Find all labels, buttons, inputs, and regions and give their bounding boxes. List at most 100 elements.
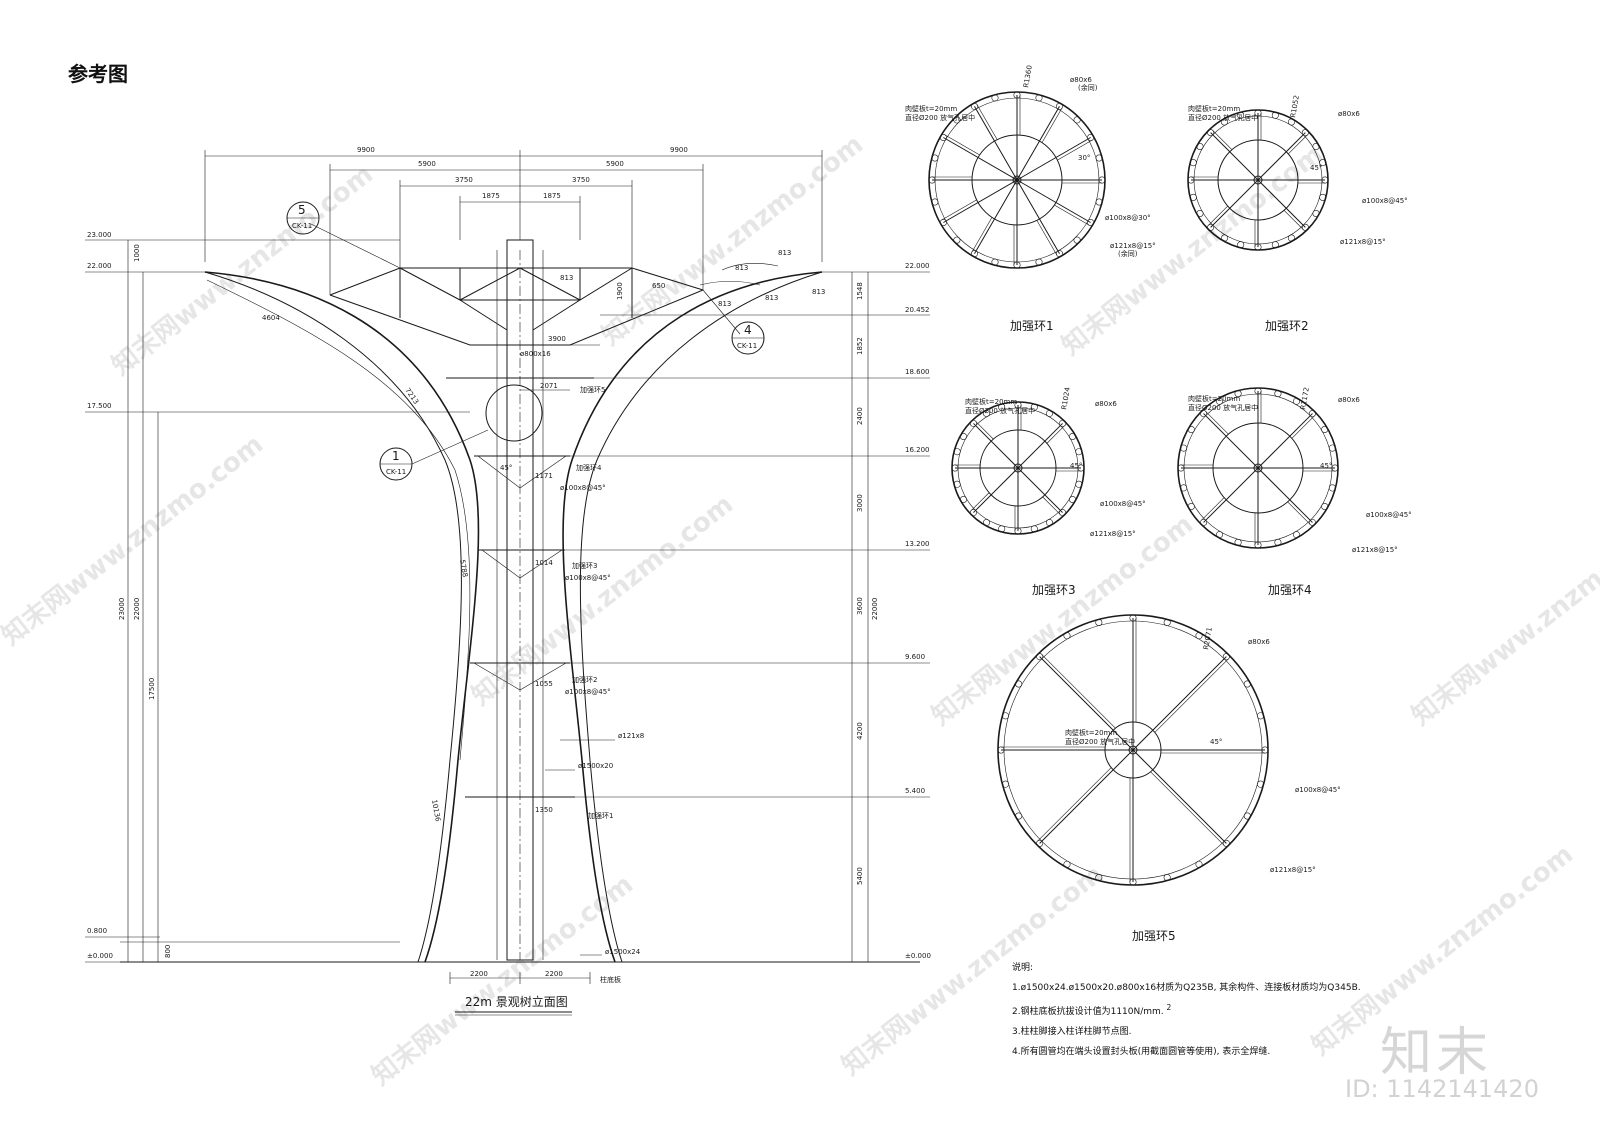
arc-dim-813: 813 bbox=[812, 288, 825, 296]
ring-hole-note: 直径Ø200 放气孔居中 bbox=[1188, 113, 1258, 122]
overall-dim: 800 bbox=[164, 945, 172, 958]
ring-width-1055: 1055 bbox=[535, 680, 553, 688]
dim-3750-left: 3750 bbox=[455, 176, 473, 184]
ring-node bbox=[959, 432, 967, 440]
ring-node bbox=[1187, 502, 1195, 510]
ring-node bbox=[1046, 519, 1054, 527]
ring-node bbox=[1073, 236, 1081, 244]
ring-label-2: 加强环2 bbox=[572, 675, 597, 684]
left-level: 22.000 bbox=[87, 262, 112, 270]
ring-node bbox=[1180, 484, 1188, 492]
dim-1900: 1900 bbox=[616, 282, 624, 300]
left-level: 0.800 bbox=[87, 927, 107, 935]
ring-node bbox=[1063, 860, 1071, 868]
seg-dim: 4200 bbox=[856, 722, 864, 740]
ring-node bbox=[1221, 118, 1229, 126]
ring-spoke-edge bbox=[1283, 210, 1304, 230]
ring-node bbox=[1254, 541, 1262, 549]
ring-node bbox=[1095, 618, 1103, 626]
ring-spoke bbox=[1203, 413, 1259, 469]
dim-3750-right: 3750 bbox=[572, 176, 590, 184]
ring-node bbox=[1207, 223, 1215, 231]
ring-spoke bbox=[1210, 179, 1259, 228]
ring-node bbox=[1234, 538, 1242, 546]
ring-node bbox=[1095, 874, 1103, 882]
ring-tube-label: ø80x6 bbox=[1095, 400, 1117, 408]
seg-dim: 5400 bbox=[856, 867, 864, 885]
ring-spoke-edge bbox=[941, 199, 977, 221]
ring-node bbox=[1063, 632, 1071, 640]
ring-node bbox=[1129, 878, 1137, 886]
elevation-title: 22m 景观树立面图 bbox=[465, 994, 568, 1009]
dim-3900: 3900 bbox=[548, 335, 566, 343]
ring-spoke bbox=[1257, 132, 1306, 181]
base-plate-label: 柱底板 bbox=[600, 975, 621, 984]
ring-strut-label: ø100x8@45° bbox=[1295, 786, 1341, 794]
arc-label: 10136 bbox=[430, 799, 442, 823]
ring-node bbox=[1163, 618, 1171, 626]
ring-plate-note: 肉壁板t=20mm bbox=[1188, 394, 1240, 403]
ring-node bbox=[1312, 143, 1320, 151]
ring-spoke bbox=[1017, 467, 1063, 513]
overall-dim: 22000 bbox=[871, 598, 879, 620]
ring-tube-label: ø80x6 bbox=[1248, 638, 1270, 646]
ring-node bbox=[1129, 614, 1137, 622]
ring-node bbox=[1056, 102, 1064, 110]
ring-3-labels: 肉壁板t=20mm 直径Ø200 放气孔居中 ø80x6 R1024 ø100x… bbox=[965, 386, 1146, 597]
ring-tube-label: ø80x6 bbox=[1070, 76, 1092, 84]
ring-node bbox=[1095, 198, 1103, 206]
callout-number: 5 bbox=[298, 203, 306, 217]
callout-sheet: CK-11 bbox=[737, 342, 757, 350]
ring-spoke bbox=[1132, 656, 1227, 751]
ring-node bbox=[953, 448, 961, 456]
reinforcement-rings bbox=[928, 91, 1339, 886]
left-level: 17.500 bbox=[87, 402, 112, 410]
ring-node bbox=[1261, 746, 1269, 754]
ring-width-1350: 1350 bbox=[535, 806, 553, 814]
brand-logo: 知末 bbox=[1380, 1023, 1493, 1083]
ring-spoke bbox=[1039, 656, 1134, 751]
ring-node bbox=[982, 519, 990, 527]
seg-dim: 3000 bbox=[856, 494, 864, 512]
ring-spoke-edge bbox=[1037, 767, 1112, 842]
dim-813: 813 bbox=[560, 274, 573, 282]
ring-spoke bbox=[1257, 467, 1313, 523]
label-1500x20: ø1500x20 bbox=[578, 762, 613, 770]
ring-spoke bbox=[943, 137, 1018, 181]
ring-node bbox=[970, 250, 978, 258]
ring-node bbox=[1087, 134, 1095, 142]
ring-node bbox=[1308, 410, 1316, 418]
ring-node bbox=[1237, 241, 1245, 249]
label-1500x24: ø1500x24 bbox=[605, 948, 641, 956]
dim-5900-left: 5900 bbox=[418, 160, 436, 168]
ring-plate-note: 肉壁板t=20mm bbox=[965, 397, 1017, 406]
ring-plan-1 bbox=[928, 91, 1106, 269]
left-level: ±0.000 bbox=[87, 952, 113, 960]
ring-node bbox=[1046, 409, 1054, 417]
arc-label: 4604 bbox=[262, 314, 280, 322]
ring-node bbox=[1321, 176, 1329, 184]
tree-elevation: 9900 9900 5900 5900 3750 3750 1875 1875 bbox=[85, 146, 931, 1016]
ring-spoke bbox=[1210, 132, 1259, 181]
bottom-dim-right: 2200 bbox=[545, 970, 563, 978]
right-level: 20.452 bbox=[905, 306, 930, 314]
ring-node bbox=[928, 176, 936, 184]
ring-node bbox=[1234, 390, 1242, 398]
ring-node bbox=[1319, 159, 1327, 167]
ring-node bbox=[1274, 538, 1282, 546]
ring-node bbox=[1195, 632, 1203, 640]
ring-node bbox=[1216, 531, 1224, 539]
right-level: 13.200 bbox=[905, 540, 930, 548]
note-superscript: 2 bbox=[1166, 1003, 1172, 1012]
ring-spoke-edge bbox=[975, 421, 994, 440]
ring-node bbox=[1189, 193, 1197, 201]
ring-spoke-edge bbox=[1201, 497, 1225, 521]
ring-plan-2 bbox=[1187, 109, 1329, 251]
overall-dim: 1000 bbox=[133, 244, 141, 262]
ring-tag: (余同) bbox=[1078, 83, 1098, 92]
ring-node bbox=[1274, 390, 1282, 398]
ring-node bbox=[1059, 419, 1067, 427]
id-label: ID: 1142141420 bbox=[1345, 1075, 1539, 1103]
ring-angle: 45° bbox=[1310, 164, 1322, 172]
ring-spoke bbox=[973, 423, 1019, 469]
